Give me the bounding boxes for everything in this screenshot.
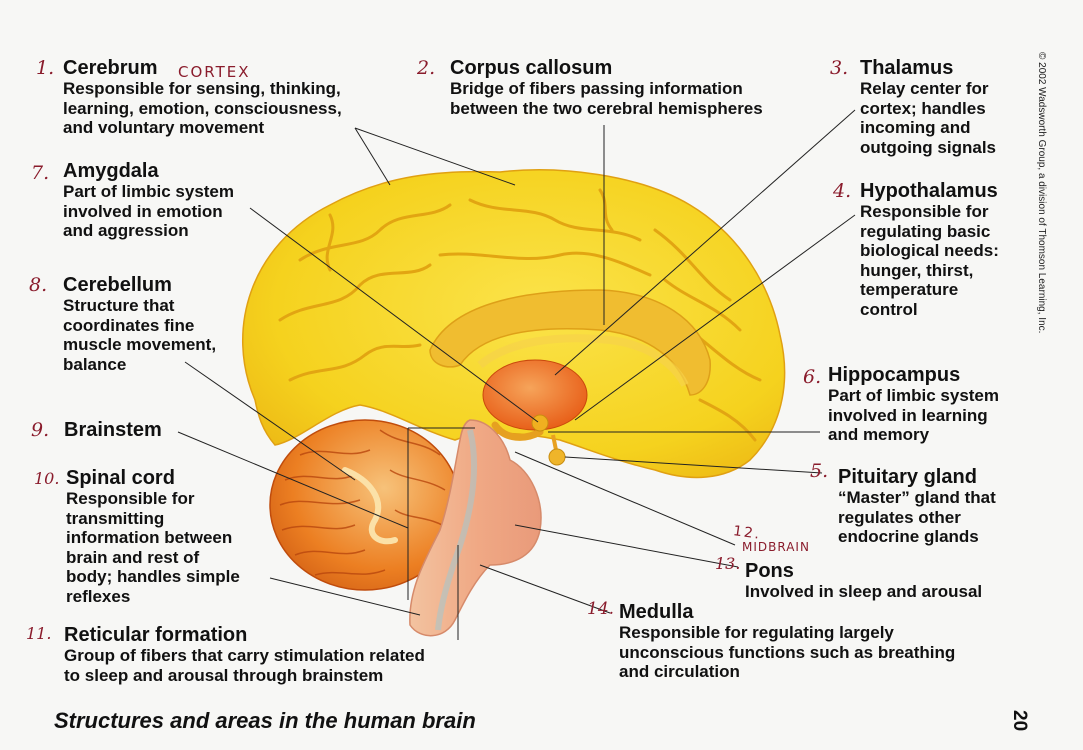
title-corpus-callosum: Corpus callosum [450, 57, 613, 79]
desc-spinal-cord-3: information between [66, 528, 233, 548]
desc-hypothalamus-2: regulating basic [860, 221, 991, 241]
desc-thalamus-4: outgoing signals [860, 137, 996, 157]
title-medulla: Medulla [619, 601, 694, 623]
label-pons: 13. Pons Involved in sleep and arousal [715, 554, 983, 602]
desc-hippocampus-2: involved in learning [828, 405, 988, 425]
corpus-callosum-shape [429, 289, 711, 396]
desc-medulla-2: unconscious functions such as breathing [619, 642, 956, 662]
desc-medulla-1: Responsible for regulating largely [619, 623, 894, 642]
number-13: 13. [715, 554, 741, 573]
desc-corpus-callosum-2: between the two cerebral hemispheres [450, 98, 763, 118]
desc-pituitary-gland-1: “Master” gland that [838, 488, 996, 507]
desc-pituitary-gland-2: regulates other [838, 507, 961, 527]
figure-caption: Structures and areas in the human brain [54, 708, 476, 733]
label-thalamus: 3. Thalamus Relay center for cortex; han… [830, 57, 996, 157]
label-corpus-callosum: 2. Corpus callosum Bridge of fibers pass… [417, 57, 763, 118]
title-thalamus: Thalamus [860, 57, 954, 79]
desc-spinal-cord-4: brain and rest of [66, 547, 200, 567]
desc-amygdala-3: and aggression [63, 221, 189, 241]
desc-corpus-callosum-1: Bridge of fibers passing information [450, 79, 743, 98]
number-11: 11. [26, 624, 52, 643]
copyright-notice: © 2002 Wadsworth Group, a division of Th… [1036, 52, 1047, 334]
desc-thalamus-3: incoming and [860, 118, 971, 138]
desc-hippocampus-1: Part of limbic system [828, 386, 1000, 405]
number-6: 6. [803, 366, 822, 388]
desc-cerebellum-2: coordinates fine [63, 315, 195, 335]
label-amygdala: 7. Amygdala Part of limbic system involv… [31, 160, 235, 241]
hippocampus-marker [531, 414, 549, 432]
brainstem-shape [409, 419, 542, 637]
desc-hypothalamus-5: temperature [860, 280, 959, 300]
title-spinal-cord: Spinal cord [66, 467, 175, 489]
number-10: 10. [34, 469, 60, 488]
number-3: 3. [830, 57, 849, 79]
desc-cerebellum-4: balance [63, 354, 127, 374]
title-pituitary-gland: Pituitary gland [838, 466, 977, 488]
desc-cerebrum-1: Responsible for sensing, thinking, [63, 79, 341, 98]
desc-pons-1: Involved in sleep and arousal [745, 582, 983, 601]
desc-cerebellum-3: muscle movement, [63, 335, 217, 355]
desc-hypothalamus-4: hunger, thirst, [860, 260, 974, 280]
desc-hypothalamus-6: control [860, 299, 918, 319]
number-14: 14. [587, 599, 615, 619]
cerebrum-folds [278, 188, 762, 442]
title-cerebrum: Cerebrum [63, 57, 158, 79]
desc-thalamus-2: cortex; handles [860, 98, 986, 118]
title-amygdala: Amygdala [63, 160, 159, 182]
label-cerebrum: 1. Cerebrum Responsible for sensing, thi… [36, 57, 342, 138]
pituitary-shape [548, 448, 566, 466]
desc-hippocampus-3: and memory [828, 425, 930, 445]
desc-cerebellum-1: Structure that [63, 296, 175, 315]
desc-spinal-cord-5: body; handles simple [66, 567, 240, 587]
desc-hypothalamus-1: Responsible for [860, 202, 989, 221]
desc-hypothalamus-3: biological needs: [860, 241, 999, 261]
desc-reticular-formation-2: to sleep and arousal through brainstem [64, 665, 384, 685]
title-cerebellum: Cerebellum [63, 274, 172, 296]
handwritten-midbrain: MIDBRAIN [742, 540, 810, 554]
desc-spinal-cord-1: Responsible for [66, 489, 195, 508]
number-8: 8. [29, 274, 48, 296]
desc-cerebrum-2: learning, emotion, consciousness, [63, 98, 342, 118]
cerebellum-folia [279, 429, 451, 576]
label-cerebellum: 8. Cerebellum Structure that coordinates… [29, 274, 217, 374]
title-brainstem: Brainstem [64, 419, 162, 441]
desc-thalamus-1: Relay center for [860, 79, 989, 98]
desc-reticular-formation-1: Group of fibers that carry stimulation r… [64, 646, 425, 665]
number-5: 5. [810, 460, 829, 482]
number-1: 1. [36, 57, 55, 79]
number-7: 7. [31, 162, 50, 184]
desc-pituitary-gland-3: endocrine glands [838, 527, 979, 547]
label-spinal-cord: 10. Spinal cord Responsible for transmit… [34, 467, 240, 607]
number-4: 4. [833, 180, 852, 202]
number-2: 2. [417, 57, 436, 79]
desc-medulla-3: and circulation [619, 662, 740, 682]
desc-cerebrum-3: and voluntary movement [63, 118, 265, 138]
title-hippocampus: Hippocampus [828, 364, 961, 386]
desc-amygdala-2: involved in emotion [63, 201, 223, 221]
title-reticular-formation: Reticular formation [64, 624, 248, 646]
page-number: 20 [1009, 710, 1030, 732]
label-hypothalamus: 4. Hypothalamus Responsible for regulati… [833, 180, 999, 320]
handwritten-cortex: CORTEX [178, 63, 251, 81]
leader-lines [177, 109, 856, 640]
desc-amygdala-1: Part of limbic system [63, 182, 235, 201]
label-hippocampus: 6. Hippocampus Part of limbic system inv… [803, 364, 1000, 445]
desc-spinal-cord-2: transmitting [66, 508, 165, 528]
label-brainstem: 9. Brainstem [31, 419, 162, 441]
title-pons: Pons [745, 560, 794, 582]
thalamus-shape [482, 359, 588, 431]
number-9: 9. [31, 419, 50, 441]
label-reticular-formation: 11. Reticular formation Group of fibers … [26, 624, 425, 685]
title-hypothalamus: Hypothalamus [860, 180, 998, 202]
label-pituitary-gland: 5. Pituitary gland “Master” gland that r… [810, 460, 996, 547]
label-medulla: 14. Medulla Responsible for regulating l… [587, 599, 956, 682]
desc-spinal-cord-6: reflexes [66, 586, 131, 606]
